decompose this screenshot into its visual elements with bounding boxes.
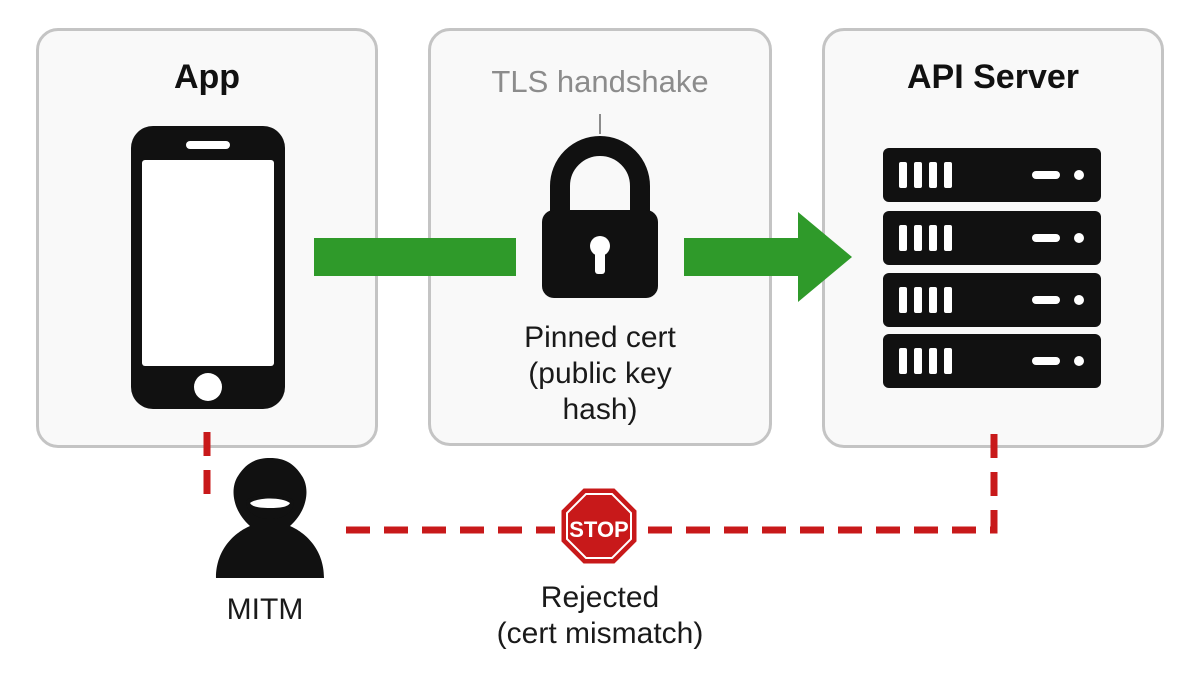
hooded-hacker-icon bbox=[216, 458, 324, 578]
api-server-title: API Server bbox=[907, 58, 1079, 96]
server-unit-1 bbox=[883, 148, 1101, 202]
server-unit-2 bbox=[883, 211, 1101, 265]
interception-path bbox=[203, 428, 998, 534]
pinned-cert-caption-line-2: (public key bbox=[528, 357, 672, 390]
rejected-caption-line-2: (cert mismatch) bbox=[496, 617, 704, 650]
pinned-cert-caption-line-3: hash) bbox=[562, 393, 638, 426]
stop-sign-text: STOP bbox=[569, 517, 629, 542]
mitm-label: MITM bbox=[226, 593, 304, 626]
tls-handshake-label: TLS handshake bbox=[491, 64, 709, 99]
pinned-cert-caption: Pinned cert (public key hash) bbox=[470, 320, 730, 428]
app-title: App bbox=[173, 58, 241, 96]
pinned-cert-caption-line-1: Pinned cert bbox=[524, 321, 676, 354]
server-unit-3 bbox=[883, 273, 1101, 327]
secure-path-segment-left bbox=[314, 238, 516, 276]
padlock-icon bbox=[542, 136, 658, 298]
secure-path-segment-right bbox=[684, 238, 816, 276]
secure-path-arrow bbox=[314, 212, 852, 302]
rejected-caption-line-1: Rejected bbox=[540, 581, 660, 614]
smartphone-icon bbox=[131, 126, 285, 409]
server-rack-icon bbox=[883, 148, 1101, 388]
interception-path-to-server bbox=[648, 428, 998, 534]
secure-path-arrowhead bbox=[798, 212, 852, 302]
stop-sign-icon: STOP bbox=[558, 485, 640, 567]
rejected-caption: Rejected (cert mismatch) bbox=[440, 580, 760, 652]
server-unit-4 bbox=[883, 334, 1101, 388]
